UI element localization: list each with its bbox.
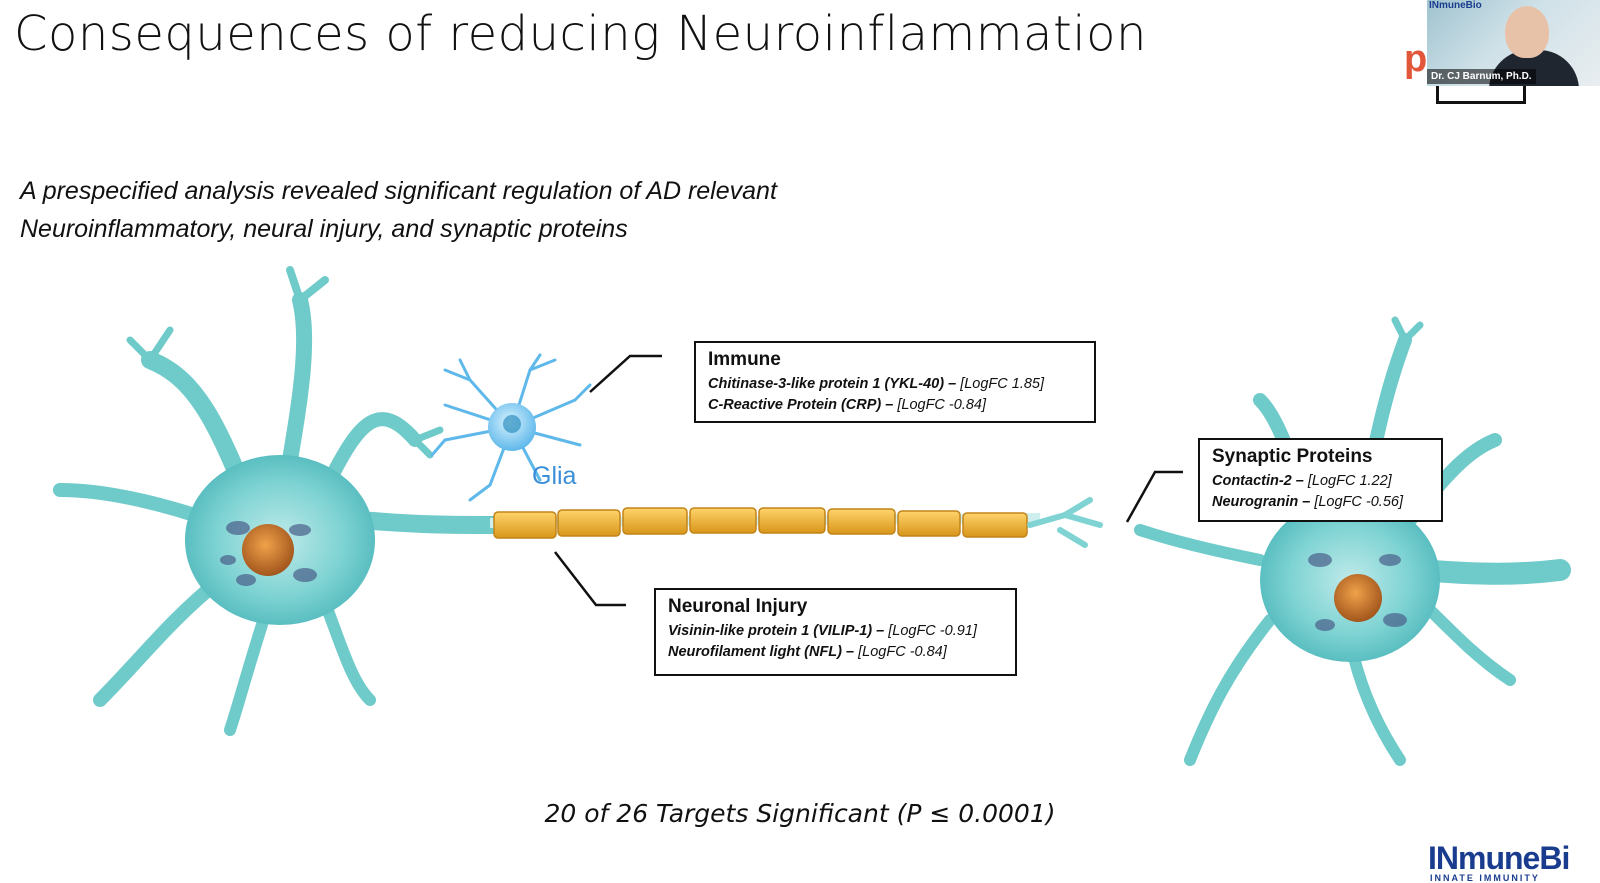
slide-edge-bracket	[1436, 86, 1526, 104]
injury-heading: Neuronal Injury	[668, 596, 808, 617]
slide-edge-letter: p	[1404, 38, 1428, 80]
targets-significant-footer: 20 of 26 Targets Significant (P ≤ 0.0001…	[544, 799, 1056, 828]
slide-subtitle: A prespecified analysis revealed signifi…	[20, 172, 777, 248]
left-neuron-nucleus	[242, 524, 294, 576]
right-neuron-nucleus	[1334, 574, 1382, 622]
immune-callout: Immune Chitinase-3-like protein 1 (YKL-4…	[694, 341, 1096, 423]
synaptic-row: Neurogranin – [LogFC -0.56]	[1212, 494, 1403, 510]
presenter-video-thumbnail[interactable]: INmuneBio Dr. CJ Barnum, Ph.D.	[1427, 0, 1600, 86]
neuronal-injury-callout: Neuronal Injury Visinin-like protein 1 (…	[654, 588, 1017, 676]
injury-row: Neurofilament light (NFL) – [LogFC -0.84…	[668, 644, 947, 660]
synaptic-row: Contactin-2 – [LogFC 1.22]	[1212, 473, 1392, 489]
presenter-face	[1505, 6, 1549, 58]
left-neuron	[53, 266, 504, 736]
synaptic-heading: Synaptic Proteins	[1212, 446, 1373, 467]
immune-heading: Immune	[708, 349, 781, 370]
inmunebio-logo: INmuneBi INNATE IMMUNITY	[1428, 840, 1570, 883]
video-mini-logo: INmuneBio	[1429, 0, 1482, 11]
synaptic-proteins-callout: Synaptic Proteins Contactin-2 – [LogFC 1…	[1198, 438, 1443, 522]
slide-title: Consequences of reducing Neuroinflammati…	[14, 6, 1147, 62]
callout-lines	[554, 354, 1183, 607]
injury-row: Visinin-like protein 1 (VILIP-1) – [LogF…	[668, 623, 977, 639]
immune-row: Chitinase-3-like protein 1 (YKL-40) – [L…	[708, 376, 1045, 392]
presenter-name: Dr. CJ Barnum, Ph.D.	[1427, 69, 1536, 84]
subtitle-line-2: Neuroinflammatory, neural injury, and sy…	[20, 215, 628, 243]
subtitle-line-1: A prespecified analysis revealed signifi…	[20, 177, 777, 205]
glia-label: Glia	[532, 462, 577, 490]
logo-tagline: INNATE IMMUNITY	[1430, 873, 1540, 883]
immune-row: C-Reactive Protein (CRP) – [LogFC -0.84]	[708, 397, 987, 413]
myelin-sheath	[493, 507, 1028, 539]
logo-text: INmuneBi	[1428, 840, 1570, 876]
